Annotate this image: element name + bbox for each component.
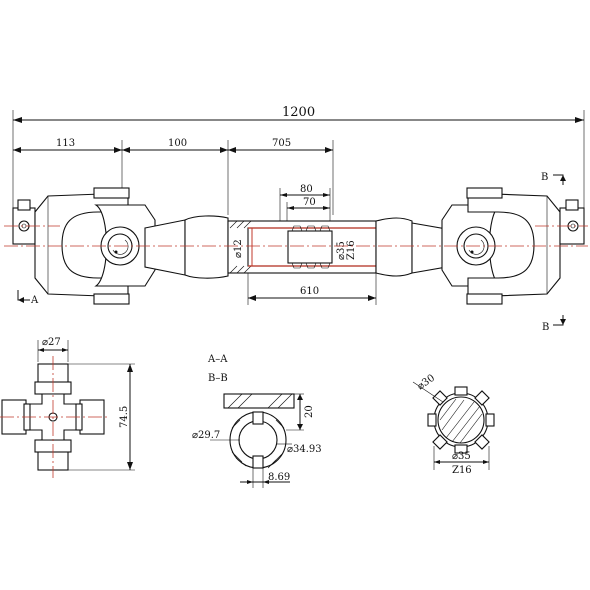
- dim-height-745: 74.5: [119, 406, 130, 428]
- right-neck: [375, 217, 453, 277]
- section-b-bottom: B: [542, 322, 549, 333]
- dim-20: 20: [304, 405, 315, 418]
- dim-yoke: 100: [168, 138, 187, 149]
- spline-detail: ⌀30 ⌀35 Z16: [412, 373, 495, 476]
- label-bb: B–B: [208, 373, 228, 384]
- right-end-lug: [559, 199, 585, 245]
- dim-tube: 705: [272, 138, 291, 149]
- dim-overlap-70: 70: [303, 197, 316, 208]
- dim-phi35-detail: ⌀35: [452, 451, 471, 462]
- section-ring-hatch: [231, 419, 285, 469]
- section-markers: A B B: [17, 172, 566, 333]
- spline-hatch: [439, 398, 483, 444]
- spline-profile: [427, 386, 495, 454]
- left-cross-bearing: [94, 204, 156, 287]
- driveshaft-assembly: ⌀12 ⌀35 Z16: [4, 187, 588, 305]
- dimension-lines-top: 1200 113 100 705 80 70: [12, 105, 585, 235]
- dim-phi35-main: ⌀35: [336, 241, 347, 260]
- tube-hatch-top: [229, 220, 252, 274]
- dim-869: 8.69: [268, 472, 290, 483]
- dim-overall: 1200: [282, 105, 315, 120]
- dim-phi27: ⌀27: [42, 337, 61, 348]
- dim-inner-group: 610: [247, 273, 377, 305]
- dim-phi297: ⌀29.7: [192, 430, 220, 441]
- section-ab-hatch: [227, 393, 293, 409]
- spider-detail: ⌀27 74.5: [0, 337, 135, 478]
- left-yoke: [34, 187, 130, 305]
- dim-left-end: 113: [56, 138, 75, 149]
- section-detail-ab: A–A B–B 20 ⌀29.7: [192, 354, 322, 488]
- dim-overlap-80: 80: [300, 184, 313, 195]
- dim-z16-main: Z16: [346, 240, 357, 260]
- label-aa: A–A: [207, 354, 228, 365]
- section-a-top: A: [30, 295, 39, 306]
- dim-phi12: ⌀12: [233, 239, 244, 258]
- dim-phi3493: ⌀34.93: [287, 444, 322, 455]
- dim-inner: 610: [300, 286, 319, 297]
- section-b-top: B: [541, 172, 548, 183]
- splined-shaft: ⌀35 Z16: [287, 225, 357, 269]
- right-yoke: [466, 187, 561, 305]
- left-neck: [144, 215, 229, 279]
- right-cross-bearing: [441, 204, 502, 287]
- left-end-lug: [12, 199, 36, 245]
- dim-z16-detail: Z16: [452, 465, 472, 476]
- dim-phi30: ⌀30: [415, 373, 437, 393]
